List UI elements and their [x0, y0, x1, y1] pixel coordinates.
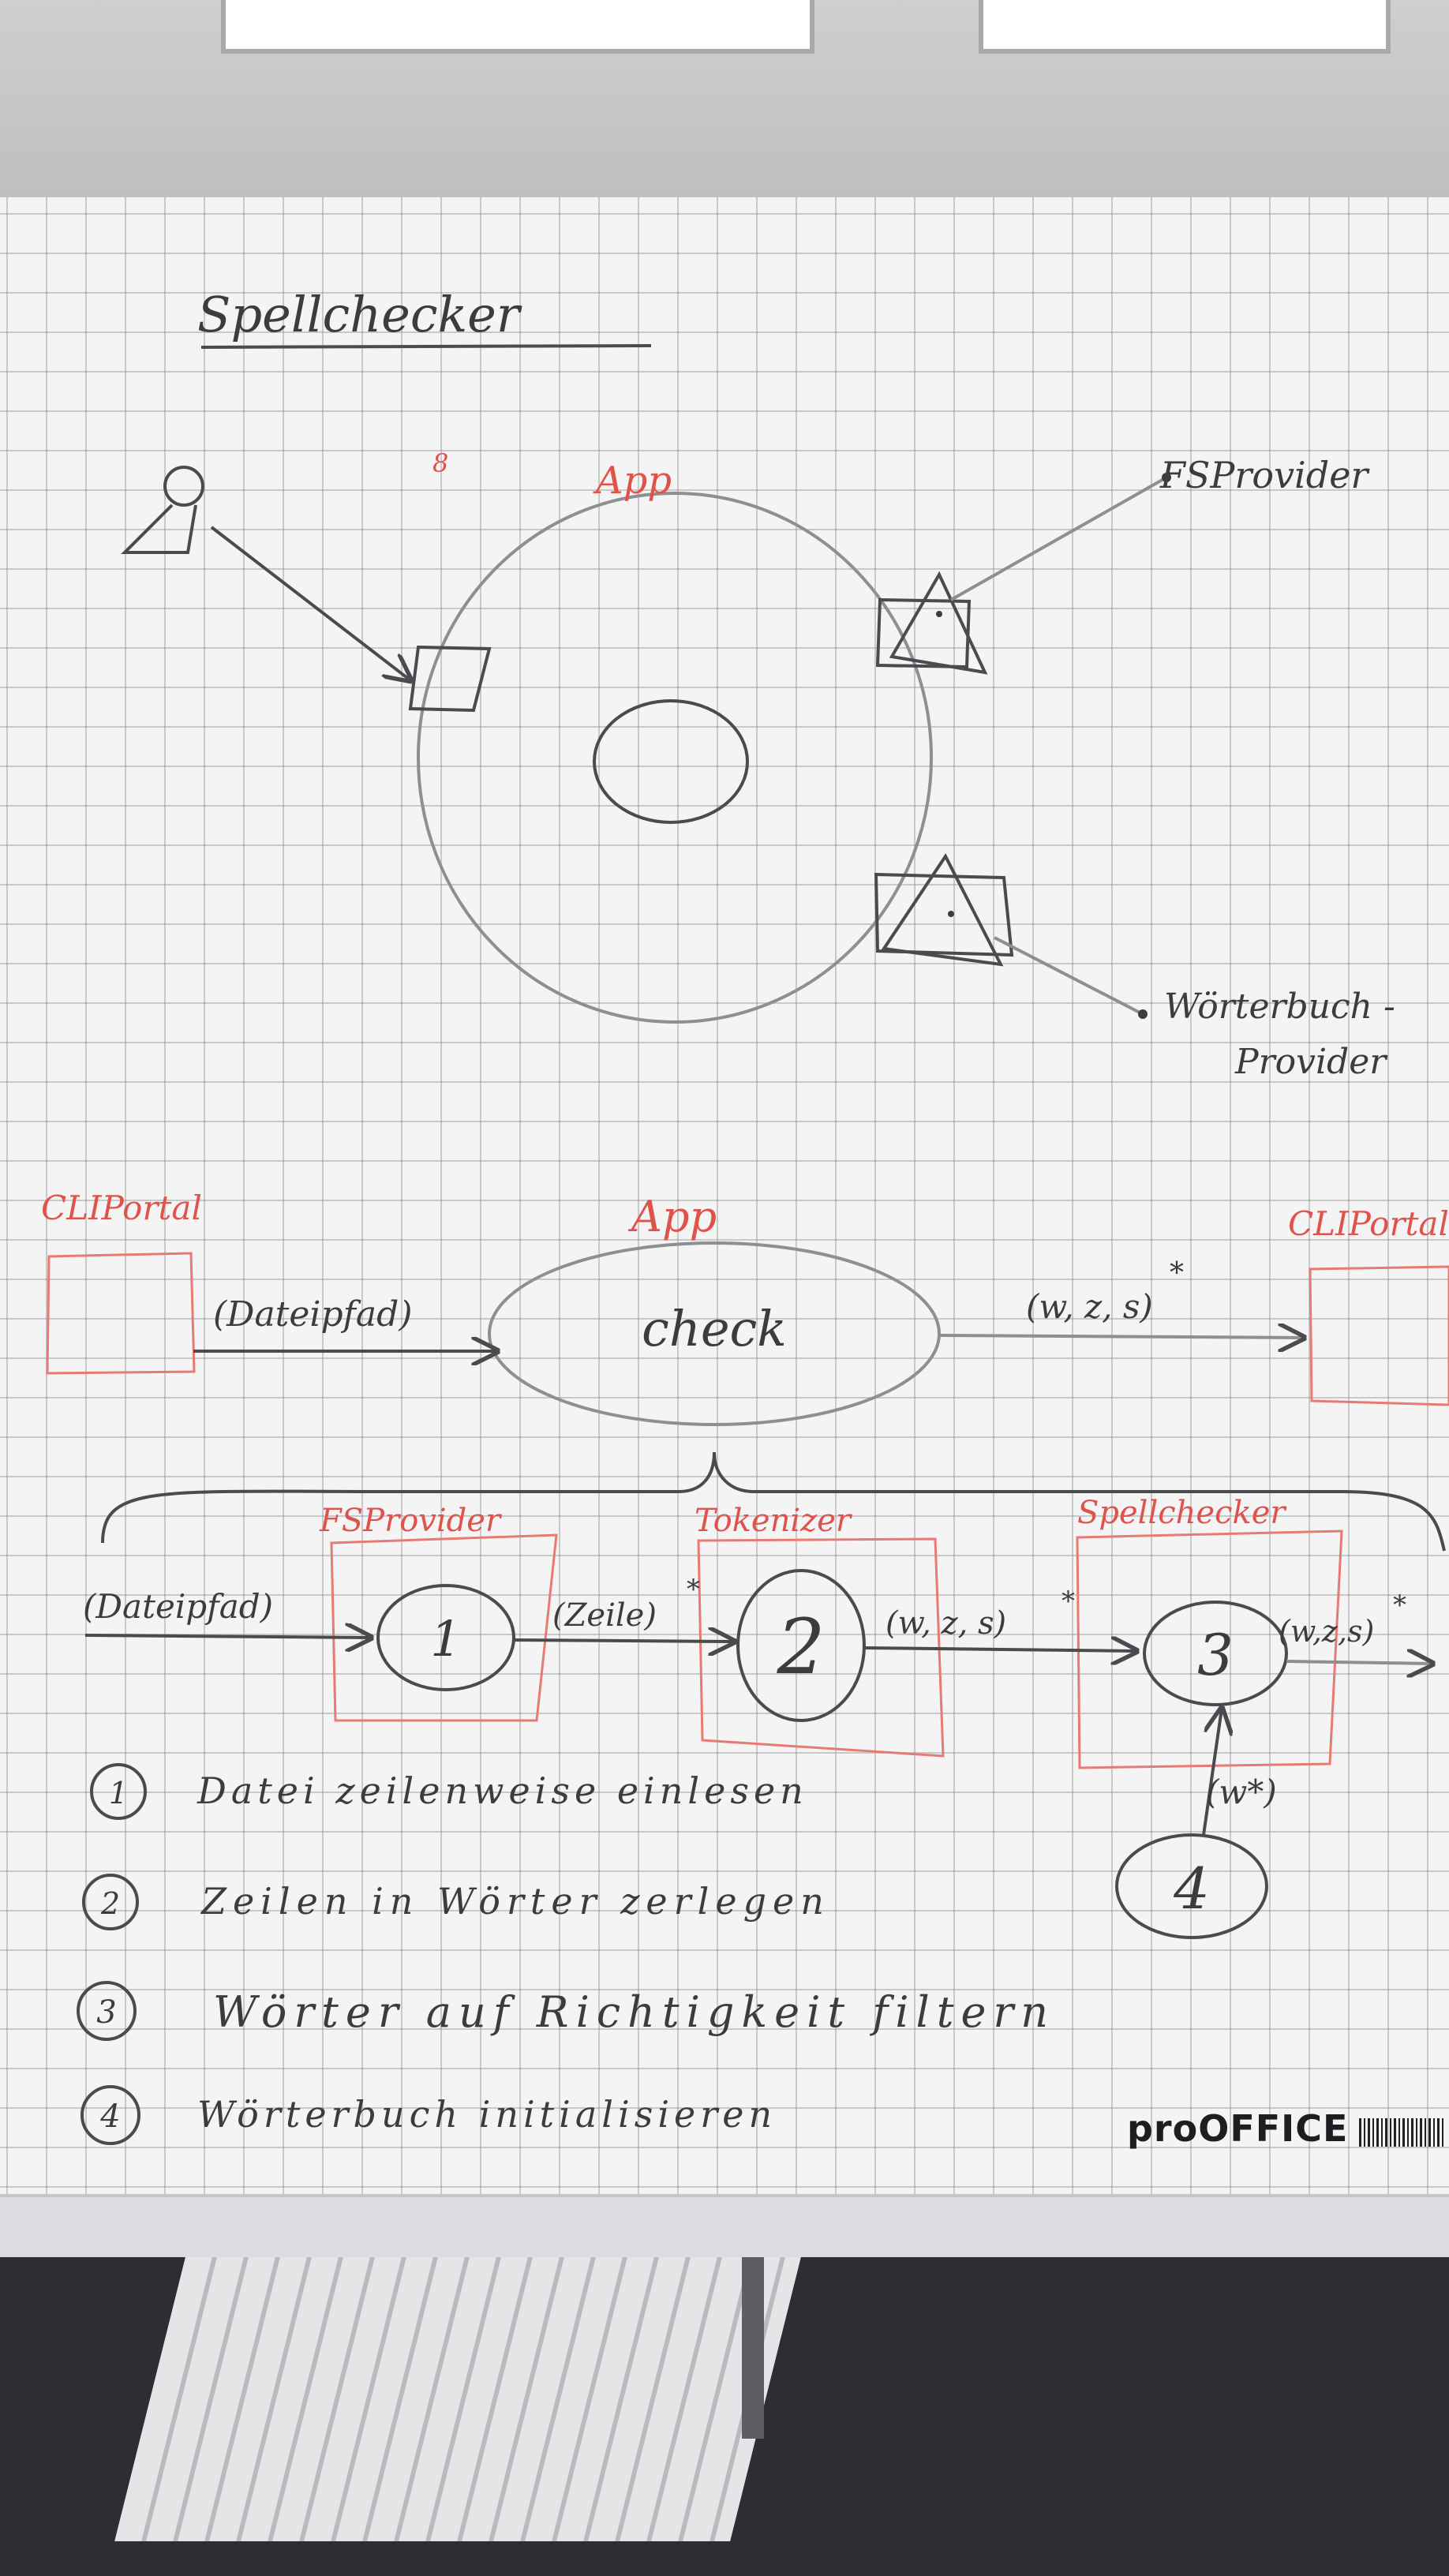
svg-text:1: 1: [109, 1776, 128, 1810]
window-right: [979, 0, 1391, 54]
actor-arrow: [210, 526, 410, 680]
fs-provider-dot: [1162, 473, 1171, 482]
input-label: (Dateipfad): [213, 1294, 412, 1335]
step4-number: 4: [1173, 1855, 1210, 1922]
svg-text:Datei zeilenweise einlesen: Datei zeilenweise einlesen: [197, 1769, 808, 1812]
box1-label: FSProvider: [319, 1503, 503, 1539]
edge3out-label: (w,z,s): [1279, 1614, 1374, 1649]
step3-number: 3: [1197, 1622, 1234, 1688]
step2-number: 2: [776, 1603, 825, 1691]
edge-4-3: [1202, 1709, 1222, 1836]
dict-provider-label-line1: Wörterbuch -: [1164, 987, 1395, 1027]
app-core-circle: [593, 699, 749, 824]
flipchart-paper: [0, 197, 1449, 2202]
edge23-mult: *: [1061, 1586, 1075, 1617]
expansion-brace: [101, 1451, 1446, 1552]
svg-text:Wörterbuch initialisieren: Wörterbuch initialisieren: [197, 2093, 777, 2136]
svg-text:2: 2: [100, 1886, 120, 1921]
box2-label: Tokenizer: [695, 1503, 853, 1539]
edge43-label: (w*): [1206, 1773, 1277, 1811]
edge12-label: (Zeile): [552, 1597, 657, 1634]
box3-label: Spellchecker: [1077, 1495, 1287, 1531]
edge-3-out: [1286, 1661, 1432, 1664]
hexagon-diagram: App 8 FSProvider Wörterbuch - Provider: [121, 448, 1395, 1082]
dict-provider-label-line2: Provider: [1234, 1042, 1388, 1082]
svg-text:3: 3: [96, 1994, 116, 2031]
box1-fs-provider: [330, 1533, 558, 1722]
edge12-mult: *: [687, 1574, 700, 1605]
left-port-box: [46, 1252, 196, 1375]
right-port-box: [1309, 1265, 1449, 1406]
output-arrow: [938, 1335, 1304, 1338]
legend-item: 4 Wörterbuch initialisieren: [80, 2085, 777, 2145]
edge3out-mult: *: [1393, 1589, 1406, 1621]
svg-text:4: 4: [99, 2099, 120, 2135]
check-ellipse: [488, 1241, 941, 1426]
dict-provider-dot: [1138, 1009, 1148, 1019]
app-label: App: [593, 459, 672, 503]
actor-icon: [121, 466, 204, 554]
easel-leg: [742, 2257, 764, 2439]
legend: 1 Datei zeilenweise einlesen 2 Zeilen in…: [77, 1763, 1055, 2145]
svg-text:Wörter auf Richtigkeit filtern: Wörter auf Richtigkeit filtern: [213, 1987, 1055, 2037]
step4-node: [1115, 1833, 1268, 1939]
dict-provider-link: [994, 936, 1144, 1016]
page-title: Spellchecker: [197, 286, 522, 343]
brand-logo: proOFFICE: [1127, 2107, 1349, 2150]
flow-diagram: CLIPortal CLIPortal App check (Dateipfad…: [41, 1189, 1449, 1552]
title-underline: [200, 344, 652, 349]
fs-provider-label: FSProvider: [1159, 454, 1370, 496]
output-multiplicity: *: [1170, 1257, 1184, 1290]
flow-app-label: App: [627, 1192, 717, 1241]
pipeline-diagram: FSProvider Tokenizer Spellchecker (Datei…: [83, 1495, 1432, 1939]
dict-provider-port: [874, 853, 1014, 967]
wall-background: [0, 0, 1449, 205]
check-label: check: [642, 1300, 787, 1357]
pipeline-input-label: (Dateipfad): [83, 1587, 273, 1626]
svg-text:Zeilen in Wörter zerlegen: Zeilen in Wörter zerlegen: [200, 1880, 830, 1923]
flipchart-tray: [0, 2194, 1449, 2260]
box3-spellchecker: [1076, 1530, 1343, 1769]
edge-1-2: [514, 1640, 734, 1642]
edge23-label: (w, z, s): [886, 1605, 1006, 1642]
window-left: [221, 0, 814, 54]
pipeline-input-arrow: [84, 1635, 371, 1638]
step1-node: [376, 1584, 515, 1691]
box2-tokenizer: [697, 1537, 945, 1758]
edge-2-3: [864, 1648, 1136, 1651]
legend-item: 2 Zeilen in Wörter zerlegen: [82, 1874, 830, 1930]
app-mark: 8: [432, 448, 448, 478]
input-port: [408, 645, 492, 713]
app-boundary-circle: [417, 492, 933, 1024]
step2-node: [736, 1569, 866, 1722]
right-port-label: CLIPortal: [1288, 1204, 1449, 1243]
legend-item: 1 Datei zeilenweise einlesen: [90, 1763, 808, 1820]
output-label: (w, z, s): [1026, 1287, 1153, 1326]
fs-provider-port: [875, 571, 988, 675]
step1-number: 1: [430, 1610, 461, 1668]
left-port-label: CLIPortal: [41, 1189, 202, 1227]
legend-item: 3 Wörter auf Richtigkeit filtern: [77, 1981, 1055, 2041]
fs-provider-link: [950, 476, 1167, 601]
barcode: [1359, 2118, 1446, 2147]
